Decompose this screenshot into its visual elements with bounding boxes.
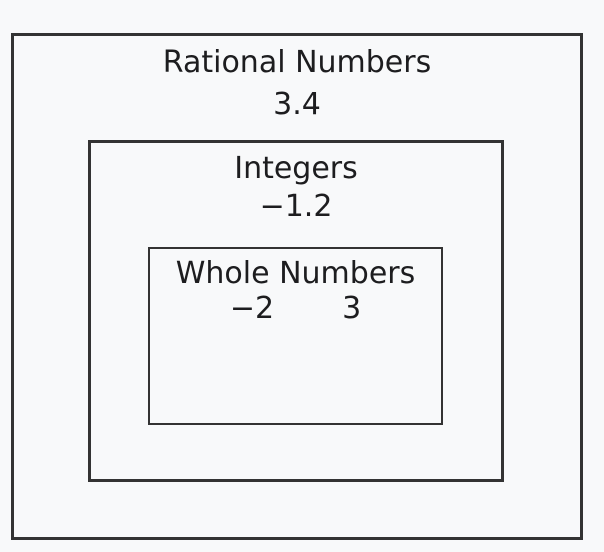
rational-numbers-box: Rational Numbers 3.4 Integers −1.2 Whole… [11, 33, 583, 540]
integers-box: Integers −1.2 Whole Numbers −2 3 [88, 140, 504, 482]
whole-numbers-box: Whole Numbers −2 3 [148, 247, 443, 425]
whole-numbers-example-three: 3 [342, 291, 362, 326]
integers-label: Integers [234, 151, 358, 186]
whole-numbers-example-negative-two: −2 [229, 291, 275, 326]
rational-numbers-example: 3.4 [273, 87, 321, 122]
rational-numbers-label: Rational Numbers [162, 45, 432, 80]
whole-numbers-examples: −2 3 [150, 291, 441, 326]
whole-numbers-label: Whole Numbers [175, 256, 416, 291]
integers-example: −1.2 [259, 189, 333, 224]
